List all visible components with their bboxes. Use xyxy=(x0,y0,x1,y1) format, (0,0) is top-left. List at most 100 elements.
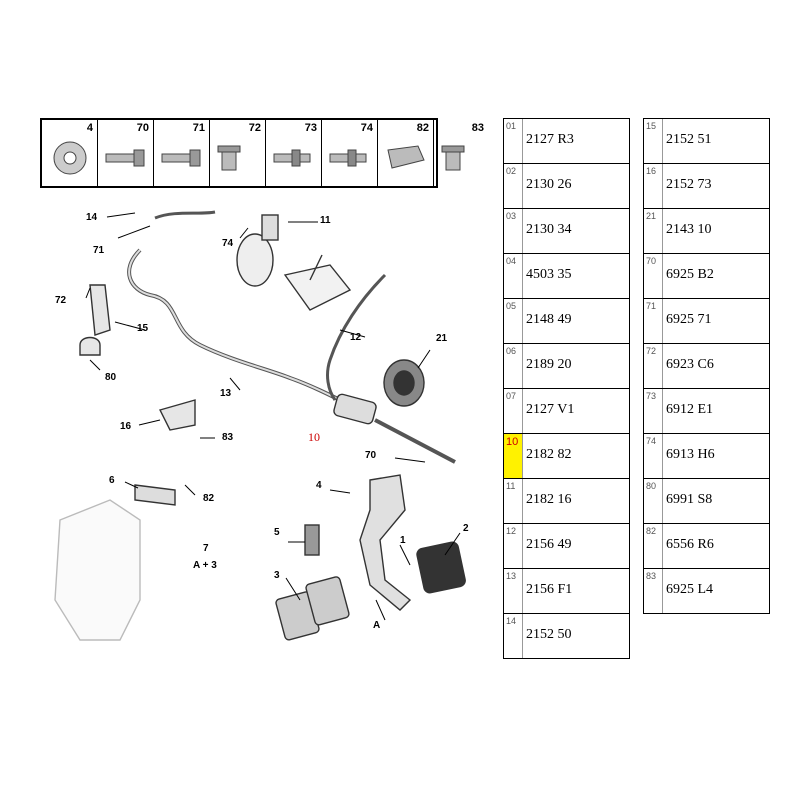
part-reference: 4503 35 xyxy=(526,267,572,282)
part-reference: 2130 34 xyxy=(526,222,572,237)
part-reference: 6923 C6 xyxy=(666,357,714,372)
part-code: 11 xyxy=(506,481,516,491)
callout-label: 12 xyxy=(350,332,362,343)
hardware-number: 74 xyxy=(360,122,373,134)
part-code: 21 xyxy=(646,211,657,221)
hardware-number: 73 xyxy=(304,122,317,134)
part-reference: 2127 V1 xyxy=(526,402,575,417)
hardware-cell: 73 xyxy=(266,120,322,186)
hardware-number: 72 xyxy=(248,122,261,134)
flange-nut-icon xyxy=(53,141,87,175)
part-code: 13 xyxy=(506,571,517,581)
hardware-cell: 71 xyxy=(154,120,210,186)
part-reference: 2156 F1 xyxy=(526,582,573,597)
row-divider xyxy=(522,119,523,163)
table-row[interactable]: 07 2127 V1 xyxy=(504,389,629,434)
row-divider xyxy=(662,254,663,298)
bolt-icon xyxy=(161,149,201,167)
table-row[interactable]: 13 2156 F1 xyxy=(504,569,629,614)
part-reference: 2127 R3 xyxy=(526,132,574,147)
hardware-number: 4 xyxy=(86,122,93,134)
hardware-cell: 82 xyxy=(378,120,434,186)
row-divider xyxy=(522,344,523,388)
leader-lines xyxy=(85,212,461,621)
row-divider xyxy=(662,299,663,343)
part-code: 74 xyxy=(646,436,657,446)
callout-label: 71 xyxy=(93,245,105,256)
row-divider xyxy=(662,434,663,478)
callout-label: 14 xyxy=(86,212,98,223)
hardware-cell: 74 xyxy=(322,120,378,186)
row-divider xyxy=(662,209,663,253)
part-code: 03 xyxy=(506,211,517,221)
table-row[interactable]: 82 6556 R6 xyxy=(644,524,769,569)
callout-label: 5 xyxy=(274,527,280,538)
part-code: 71 xyxy=(646,301,657,311)
part-reference: 2130 26 xyxy=(526,177,572,192)
callout-label: 16 xyxy=(120,421,132,432)
table-row[interactable]: 01 2127 R3 xyxy=(504,119,629,164)
row-divider xyxy=(522,614,523,658)
row-divider xyxy=(662,389,663,433)
callout-label: 6 xyxy=(109,475,115,486)
hardware-number: 70 xyxy=(136,122,149,134)
bracket xyxy=(89,284,111,336)
hardware-cell: 72 xyxy=(210,120,266,186)
callout-label: 7 xyxy=(203,543,209,554)
part-code: 06 xyxy=(506,346,517,356)
callout-label: 10 xyxy=(308,430,320,444)
pedal-box-ghost xyxy=(54,499,141,641)
part-code: 16 xyxy=(646,166,657,176)
part-code: 05 xyxy=(506,301,517,311)
table-row[interactable]: 03 2130 34 xyxy=(504,209,629,254)
part-code: 07 xyxy=(506,391,517,401)
part-code: 01 xyxy=(506,121,517,131)
part-code: 82 xyxy=(646,526,657,536)
callout-label: 72 xyxy=(55,295,67,306)
slave-cylinder xyxy=(236,233,274,287)
part-reference: 2152 51 xyxy=(666,132,712,147)
row-divider xyxy=(522,389,523,433)
row-divider xyxy=(522,299,523,343)
hardware-number: 71 xyxy=(192,122,205,134)
callout-label: 82 xyxy=(203,493,215,504)
row-divider xyxy=(522,524,523,568)
callout-label: 15 xyxy=(137,323,149,334)
callout-label: 1 xyxy=(400,535,406,546)
row-divider xyxy=(662,479,663,523)
row-divider xyxy=(522,479,523,523)
part-reference: 6912 E1 xyxy=(666,402,714,417)
return-spring xyxy=(304,524,320,556)
row-divider xyxy=(522,569,523,613)
part-reference: 2182 82 xyxy=(526,447,572,462)
master-cylinder xyxy=(333,393,377,425)
callout-label: 3 xyxy=(274,570,280,581)
pedal-pad xyxy=(416,541,466,594)
hardware-cell: 4 xyxy=(42,120,98,186)
part-reference: 6556 R6 xyxy=(666,537,714,552)
hardware-cell: 83 xyxy=(434,120,488,186)
part-code: 12 xyxy=(506,526,517,536)
callout-label: 74 xyxy=(222,238,234,249)
row-divider xyxy=(522,209,523,253)
